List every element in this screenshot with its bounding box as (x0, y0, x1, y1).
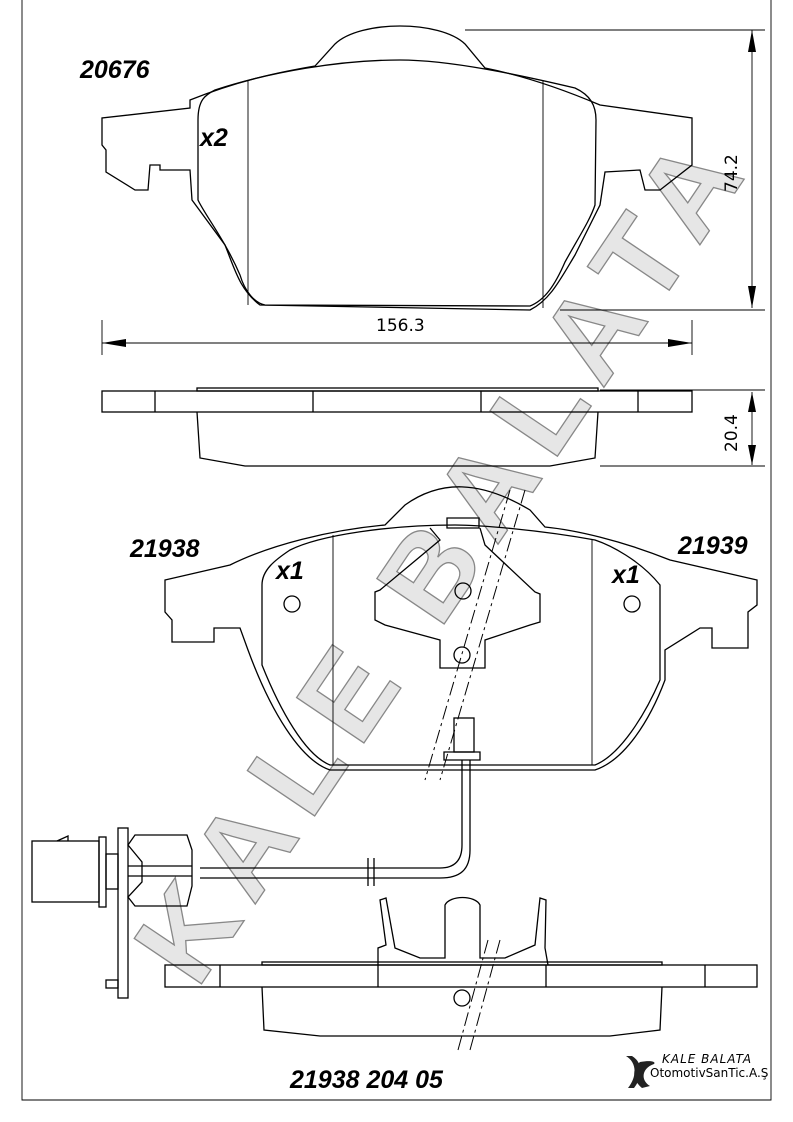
top-pad-quantity: x2 (200, 124, 228, 152)
kale-logo-icon (626, 1056, 655, 1088)
height-dimension: 74.2 (722, 154, 742, 192)
dimension-lines (101, 29, 765, 467)
company-logo: KALE BALATA OtomotivSanTic.A.Ş (620, 1052, 768, 1080)
set-number: 21938 204 05 (290, 1066, 443, 1094)
wear-sensor-connector (31, 827, 193, 999)
logo-line2: OtomotivSanTic.A.Ş (650, 1066, 769, 1080)
thickness-dimension: 20.4 (722, 414, 742, 452)
bottom-pad-right-part-number: 21939 (678, 532, 748, 560)
top-pad-part-number: 20676 (80, 56, 150, 84)
logo-line1: KALE BALATA (662, 1052, 753, 1066)
bottom-pad-left-quantity: x1 (276, 557, 304, 585)
bottom-pad-front-view (164, 486, 758, 886)
top-pad-side-view (101, 387, 693, 467)
bottom-pad-side-view (164, 896, 758, 1051)
bottom-pad-left-part-number: 21938 (130, 535, 200, 563)
bottom-pad-right-quantity: x1 (612, 561, 640, 589)
width-dimension: 156.3 (376, 316, 425, 336)
top-pad-front-view (101, 25, 693, 311)
page-frame (21, 0, 772, 1101)
